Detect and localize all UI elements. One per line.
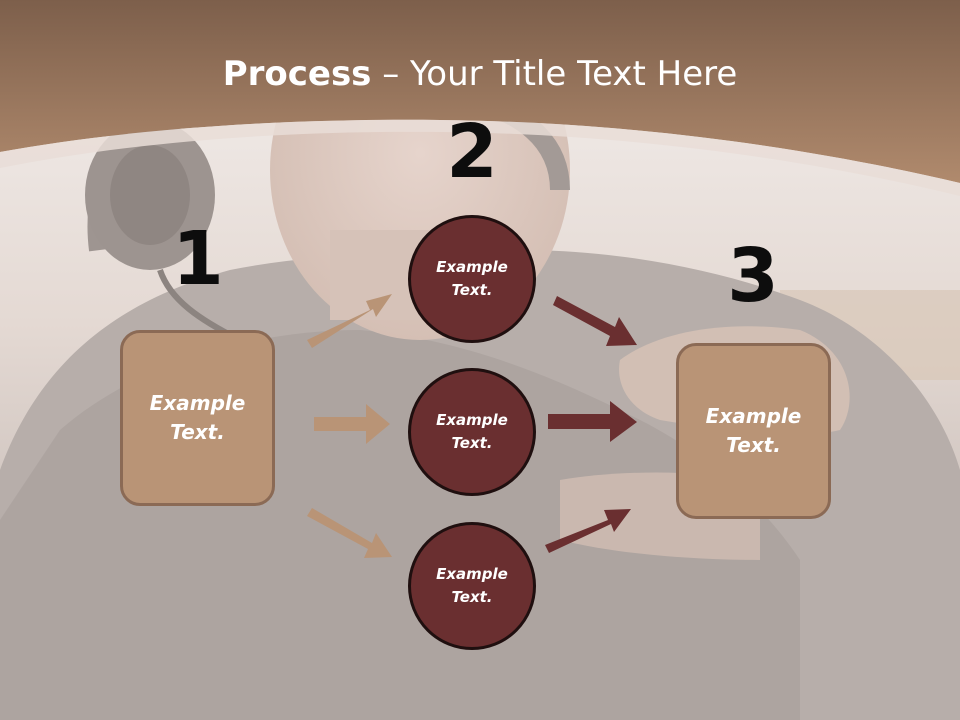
step-number-2: 2 [446, 109, 498, 195]
arrow-1-to-top [307, 294, 392, 348]
slide-title: Process – Your Title Text Here [0, 54, 960, 94]
step-3-box: Example Text. [676, 343, 831, 519]
arrow-top-to-3 [553, 296, 637, 346]
step-number-3: 3 [727, 233, 779, 319]
step-2-circle-bottom: Example Text. [408, 522, 536, 650]
arrow-bottom-to-3 [545, 509, 631, 553]
arrow-middle-to-3 [548, 401, 637, 442]
step-2-circle-top: Example Text. [408, 215, 536, 343]
step-2-circle-middle: Example Text. [408, 368, 536, 496]
header-band [0, 0, 960, 196]
title-rest: – Your Title Text Here [371, 54, 738, 94]
step-1-box: Example Text. [120, 330, 275, 506]
step-number-1: 1 [172, 216, 224, 302]
arrow-1-to-middle [314, 404, 390, 444]
title-bold: Process [222, 54, 372, 94]
arrow-1-to-bottom [307, 508, 392, 558]
